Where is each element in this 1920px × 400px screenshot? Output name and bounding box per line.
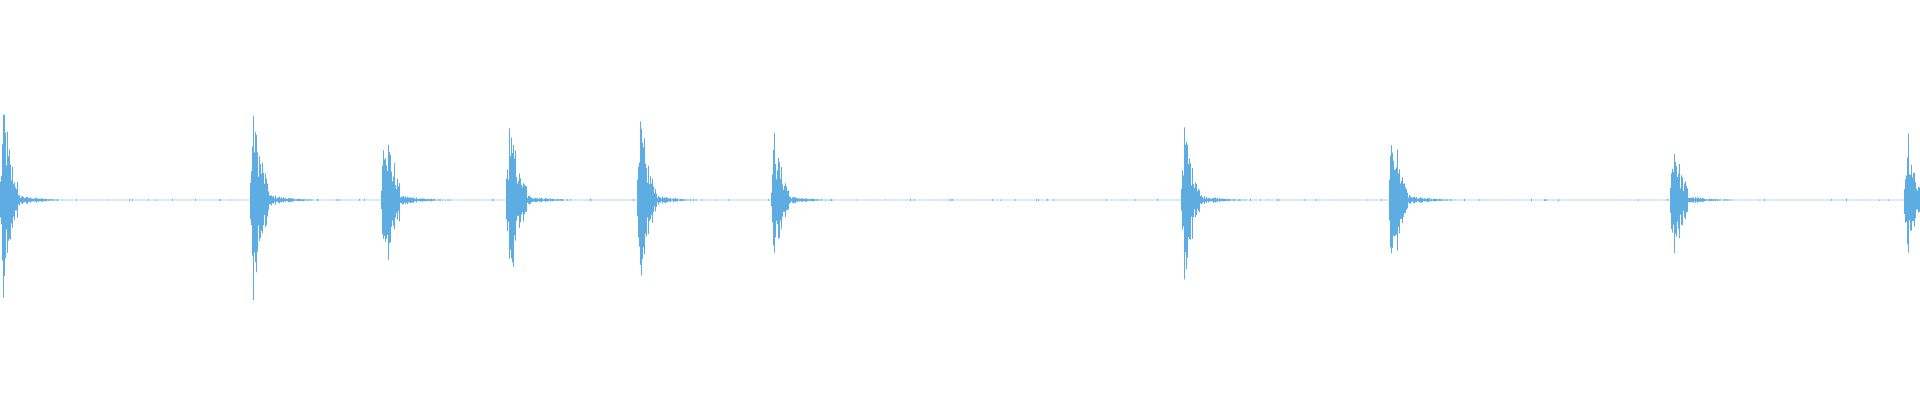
waveform-trace	[0, 114, 1920, 300]
waveform-samples	[0, 114, 1920, 300]
